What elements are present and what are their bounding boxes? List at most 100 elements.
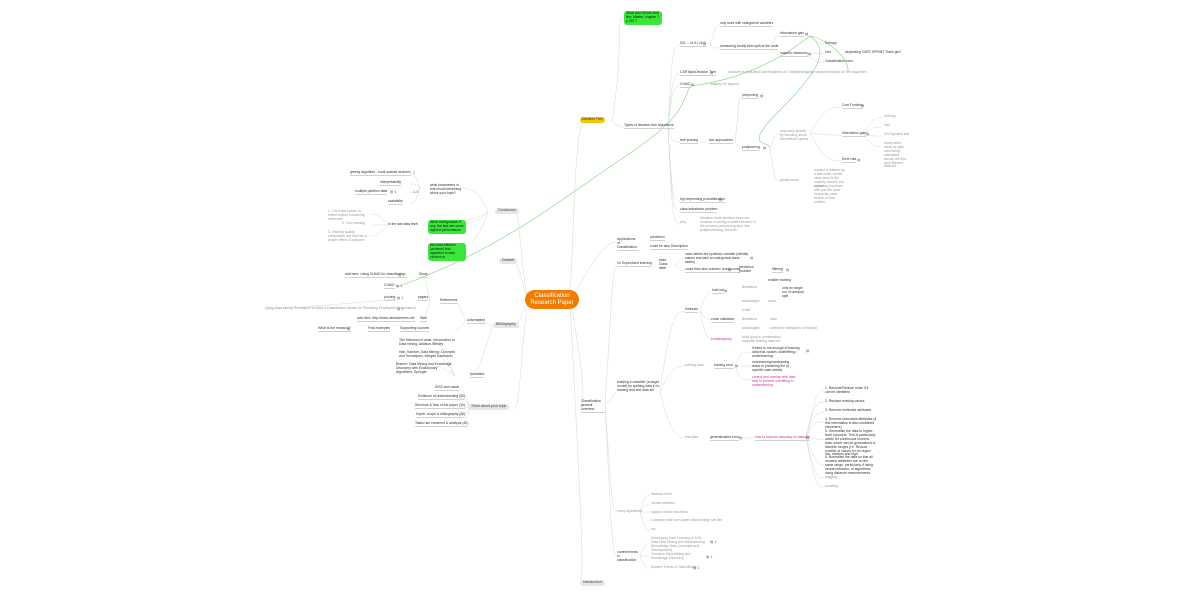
trend-3[interactable]: Modern Trends in Data Mining	[651, 565, 697, 569]
trend-2[interactable]: Trends in Data Mining and Knowledge Disc…	[651, 552, 691, 560]
algorithm-4[interactable]: k-nearest (with rule-based discovering) …	[651, 518, 723, 522]
branch-bibliography[interactable]: Bibliography	[493, 322, 519, 328]
node-smaller-training[interactable]: smaller training	[768, 278, 791, 282]
branch-think-about-topic[interactable]: Think about your topic	[468, 404, 510, 410]
node-greedy-algorithm[interactable]: greedy algorithm - local optimal decisio…	[350, 170, 411, 177]
node-control-overlap[interactable]: control and overlap with data sets to pr…	[752, 375, 796, 387]
bib-entry-1[interactable]: Tan Steinbach Kumar: Introduction to Dat…	[399, 338, 455, 346]
node-cart[interactable]: CARTapioDecision Tree	[680, 70, 716, 77]
improve-step-5[interactable]: 5. Generalise the data to higher-level c…	[825, 429, 876, 457]
node-study-link[interactable]: add here: Using CHAID for classification	[345, 272, 406, 279]
node-postpruning[interactable]: postpruning	[742, 145, 760, 152]
node-papers[interactable]: papers	[418, 295, 429, 302]
node-base-class-label[interactable]: base Class label	[659, 258, 668, 270]
node-tree-pruning[interactable]: tree pruning	[680, 138, 699, 145]
node-test-data[interactable]: test data	[685, 435, 699, 439]
node-hold-out[interactable]: hold out	[712, 288, 725, 295]
node-stop-early-growth[interactable]: stop early growth by deciding about theo…	[780, 129, 809, 141]
algorithm-5[interactable]: etc	[651, 527, 656, 531]
node-chi-squared[interactable]: Chi Squared test	[884, 132, 910, 136]
branch-dataset[interactable]: Dataset	[499, 258, 518, 264]
branch-classification-general[interactable]: Classification general overview	[581, 399, 605, 414]
node-class-imbalance[interactable]: class imbalance problem	[680, 207, 718, 214]
note-configuration[interactable]: What configuration if any, the last can …	[428, 220, 466, 234]
node-majority-measures[interactable]: majority measures	[780, 51, 808, 58]
improve-step-3[interactable]: 3. Remove irrelevant attributes	[825, 408, 872, 412]
node-information-gain[interactable]: information gain	[780, 31, 805, 38]
node-only-categorical[interactable]: only work with categorical variables	[720, 21, 774, 28]
node-overlearning[interactable]: overlearning/overtraining leads to predi…	[752, 360, 790, 372]
node-id3-c45[interactable]: ID3 ... c4.5 | c5.0	[680, 41, 706, 48]
node-prediction-problem[interactable]: prediction problem	[739, 265, 754, 273]
improve-step-6[interactable]: 6. Normalise the data so that all numeri…	[825, 455, 873, 475]
node-bagging[interactable]: bagging	[825, 475, 838, 479]
node-scalability[interactable]: scalability	[388, 199, 403, 206]
node-description[interactable]: could be also Description	[650, 244, 688, 251]
node-vs-supervised[interactable]: Vs Supervised learning	[617, 261, 652, 268]
node-long-paper-title[interactable]: Using Data Mining Techniques to Build a …	[265, 306, 416, 310]
node-entropy[interactable]: Entropy	[825, 41, 837, 45]
node-training-data[interactable]: training data	[685, 363, 704, 367]
node-cv-limitations[interactable]: limitations	[742, 317, 758, 321]
node-k-fold[interactable]: k-fold	[742, 308, 751, 312]
node-what-parameters[interactable]: what parameters in this result interesti…	[430, 183, 462, 195]
node-references[interactable]: References	[440, 298, 458, 305]
improve-step-4[interactable]: 4. Remove redundant attributes (if this …	[825, 417, 877, 429]
node-gini-note[interactable]: depending CART SPRINT Trabs gini!	[845, 50, 901, 54]
node-error-rate[interactable]: Error rate	[842, 157, 857, 164]
trend-1[interactable]: Developing Data Learning in CS6-Data Dat…	[651, 536, 705, 552]
node-current-trends[interactable]: current trends in classification	[617, 550, 638, 562]
node-building-classifier[interactable]: building a classifier (a target model) b…	[617, 380, 660, 392]
node-classification-error[interactable]: Classification error	[825, 59, 854, 63]
node-web-link[interactable]: add here: http://www.decisiontrees.net	[357, 316, 415, 323]
node-holdout-limitations[interactable]: limitations	[742, 285, 758, 289]
node-chaid[interactable]: CHAID	[680, 82, 691, 89]
node-numeric-continuous[interactable]: could then also numeric (continuous)	[685, 267, 741, 274]
node-cart-note[interactable]: consider in evaluation combinations of 2…	[728, 70, 803, 74]
central-topic[interactable]: Classification Research Paper	[525, 290, 579, 310]
algorithm-2[interactable]: neural networks	[651, 501, 675, 505]
node-pruning-ref[interactable]: pruning	[384, 295, 396, 302]
node-bootstrap-note[interactable]: build good in combination, replicate tra…	[742, 335, 782, 343]
node-why-note[interactable]: Decision trade decision trees are unusua…	[700, 216, 756, 232]
node-training-quality[interactable]: 3. Training quality, compilation are tra…	[328, 230, 367, 242]
node-quick[interactable]: quick	[768, 299, 776, 303]
node-prepruning[interactable]: prepruning	[742, 93, 759, 100]
branch-decision-tree[interactable]: Decision Tree	[580, 117, 605, 123]
node-cross-validation[interactable]: cross validation	[711, 317, 735, 324]
node-hyp-probabilization[interactable]: hyp depending probabilization	[680, 197, 726, 204]
node-over-training[interactable]: 2. Over training	[342, 221, 366, 225]
branch-applications[interactable]: Applications of Classification	[617, 237, 639, 252]
node-types-of-dt-algorithms[interactable]: Types of decision tree algorithms	[624, 123, 674, 130]
think-item-4[interactable]: Depth: scope & bibliography (80)	[416, 412, 466, 419]
node-first-examples[interactable]: First examples	[368, 326, 391, 333]
node-gini[interactable]: Gini	[825, 50, 832, 54]
node-improve-accuracy[interactable]: how to improve accuracy of classifier	[755, 435, 811, 442]
node-last-data-level[interactable]: in the last data level	[388, 222, 418, 226]
node-supporting-sources[interactable]: Supporting sources	[400, 326, 430, 333]
node-holdout-advantages[interactable]: advantages	[742, 299, 760, 303]
think-item-2[interactable]: Evidence of understanding (80)	[418, 394, 466, 401]
note-master-chapter[interactable]: What your theme look like: Master, chapt…	[624, 11, 662, 25]
algorithm-1[interactable]: decision trees	[651, 492, 672, 496]
note-most-efficient[interactable]: the most efficient (achieve) find algori…	[428, 243, 466, 261]
node-filtering[interactable]: filtering	[772, 267, 783, 274]
node-trade-space[interactable]: 1. The trade-space, to reflect further i…	[328, 209, 365, 221]
branch-introduction[interactable]: Introduction	[580, 580, 605, 586]
node-multiple-partition[interactable]: multiple partition data	[355, 189, 388, 196]
node-web[interactable]: Web	[420, 316, 427, 323]
node-cost-function[interactable]: Cost Function	[842, 103, 863, 110]
bib-entry-2[interactable]: Han, Kamber, Data Mining: Concepts and T…	[399, 350, 455, 358]
node-why[interactable]: why	[680, 220, 687, 224]
think-item-5[interactable]: Tasks use comment & analysis (40)	[415, 421, 469, 428]
node-formatted[interactable]: formatted	[470, 372, 485, 379]
improve-step-2[interactable]: 2. Replace missing values	[825, 399, 865, 403]
algorithm-3[interactable]: support vector machines	[651, 510, 688, 514]
node-measuring-split[interactable]: measuring locally best split at the node	[720, 44, 779, 51]
node-underfitting[interactable]: if there is not enough of training data …	[752, 346, 800, 358]
node-cv-advantages[interactable]: advantages	[742, 326, 760, 330]
node-many-algorithms[interactable]: many algorithms	[617, 509, 642, 513]
node-prediction[interactable]: prediction	[650, 235, 665, 242]
node-what-is-research[interactable]: What is the research?	[318, 326, 351, 333]
node-cart-note-2[interactable]: majority measures/based on Gini algorith…	[802, 70, 867, 74]
